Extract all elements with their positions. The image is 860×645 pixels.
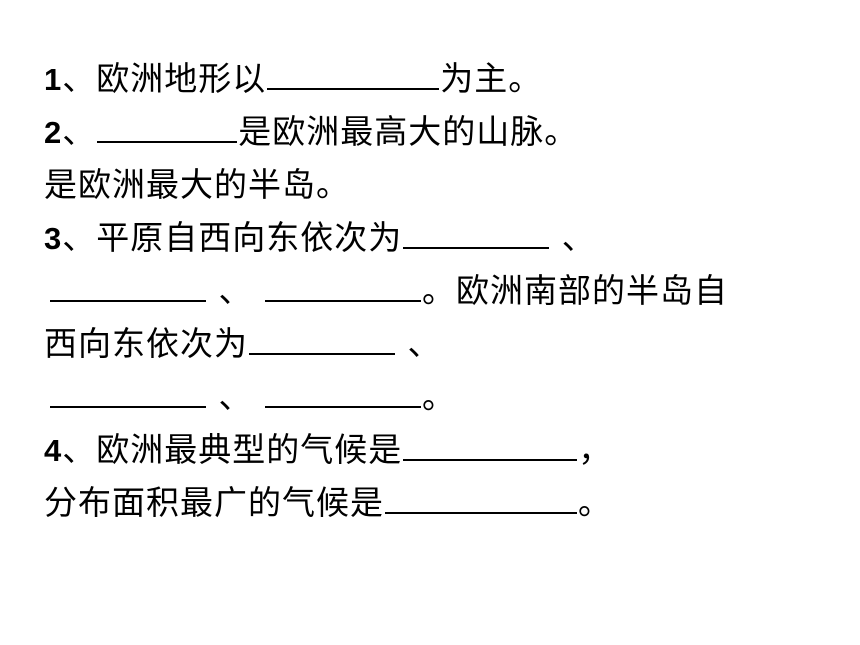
question-4-blank-2[interactable] [385,478,577,514]
question-4-number: 4 [44,433,63,468]
question-3-line: 3、平原自西向东依次为 、 [44,211,844,264]
question-3-separator-2: 、 [207,271,264,310]
question-3-number: 3 [44,221,63,256]
question-3-blank-4[interactable] [249,319,395,355]
question-4-end: 。 [578,483,612,522]
question-3-blank-5[interactable] [50,372,206,408]
question-3-blank-1[interactable] [403,213,550,249]
question-2-suffix: 是欧洲最高大的山脉。 [238,112,579,151]
question-2-blank[interactable] [97,107,238,143]
question-4-blank-1[interactable] [403,425,578,461]
question-3-separator-1: 、 [550,218,596,257]
question-4-comma: ， [578,430,613,469]
question-4-line-2: 分布面积最广的气候是 。 [44,476,844,529]
question-3-mid: 。欧洲南部的半岛自 [421,271,728,310]
question-3-blank-3[interactable] [264,266,421,302]
question-1-number: 1 [44,62,63,97]
question-3-prefix: 、平原自西向东依次为 [62,218,403,257]
question-1-blank[interactable] [267,54,440,90]
question-2-line-2: 是欧洲最大的半岛。 [44,158,844,211]
question-2-line: 2、 是欧洲最高大的山脉。 [44,105,844,158]
question-3-line-4: 、 。 [44,370,844,423]
question-3-line-3: 西向东依次为 、 [44,317,844,370]
question-3-separator-3: 、 [396,324,442,363]
question-4-line: 4、欧洲最典型的气候是 ， [44,423,844,476]
question-list: 1、欧洲地形以为主。 2、是欧洲最高大的山脉。 是欧洲最大的半岛。 3、平原自西… [44,52,844,529]
question-3-line-2: 、 。欧洲南部的半岛自 [44,264,844,317]
question-2-text-2: 是欧洲最大的半岛。 [44,165,350,204]
question-1-line: 1、欧洲地形以 为主。 [44,52,844,105]
question-1-suffix: 为主。 [440,59,543,98]
question-2-number: 2 [44,115,63,150]
question-3-separator-4: 、 [207,377,264,416]
question-3-line-3-prefix: 西向东依次为 [44,324,248,363]
question-4-line-2-prefix: 分布面积最广的气候是 [44,483,384,522]
question-3-blank-2[interactable] [50,266,206,302]
question-2-separator: 、 [62,112,97,151]
question-1-prefix: 、欧洲地形以 [62,59,267,98]
question-3-end: 。 [421,377,456,416]
question-3-blank-6[interactable] [264,372,421,408]
question-4-prefix: 、欧洲最典型的气候是 [62,430,403,469]
